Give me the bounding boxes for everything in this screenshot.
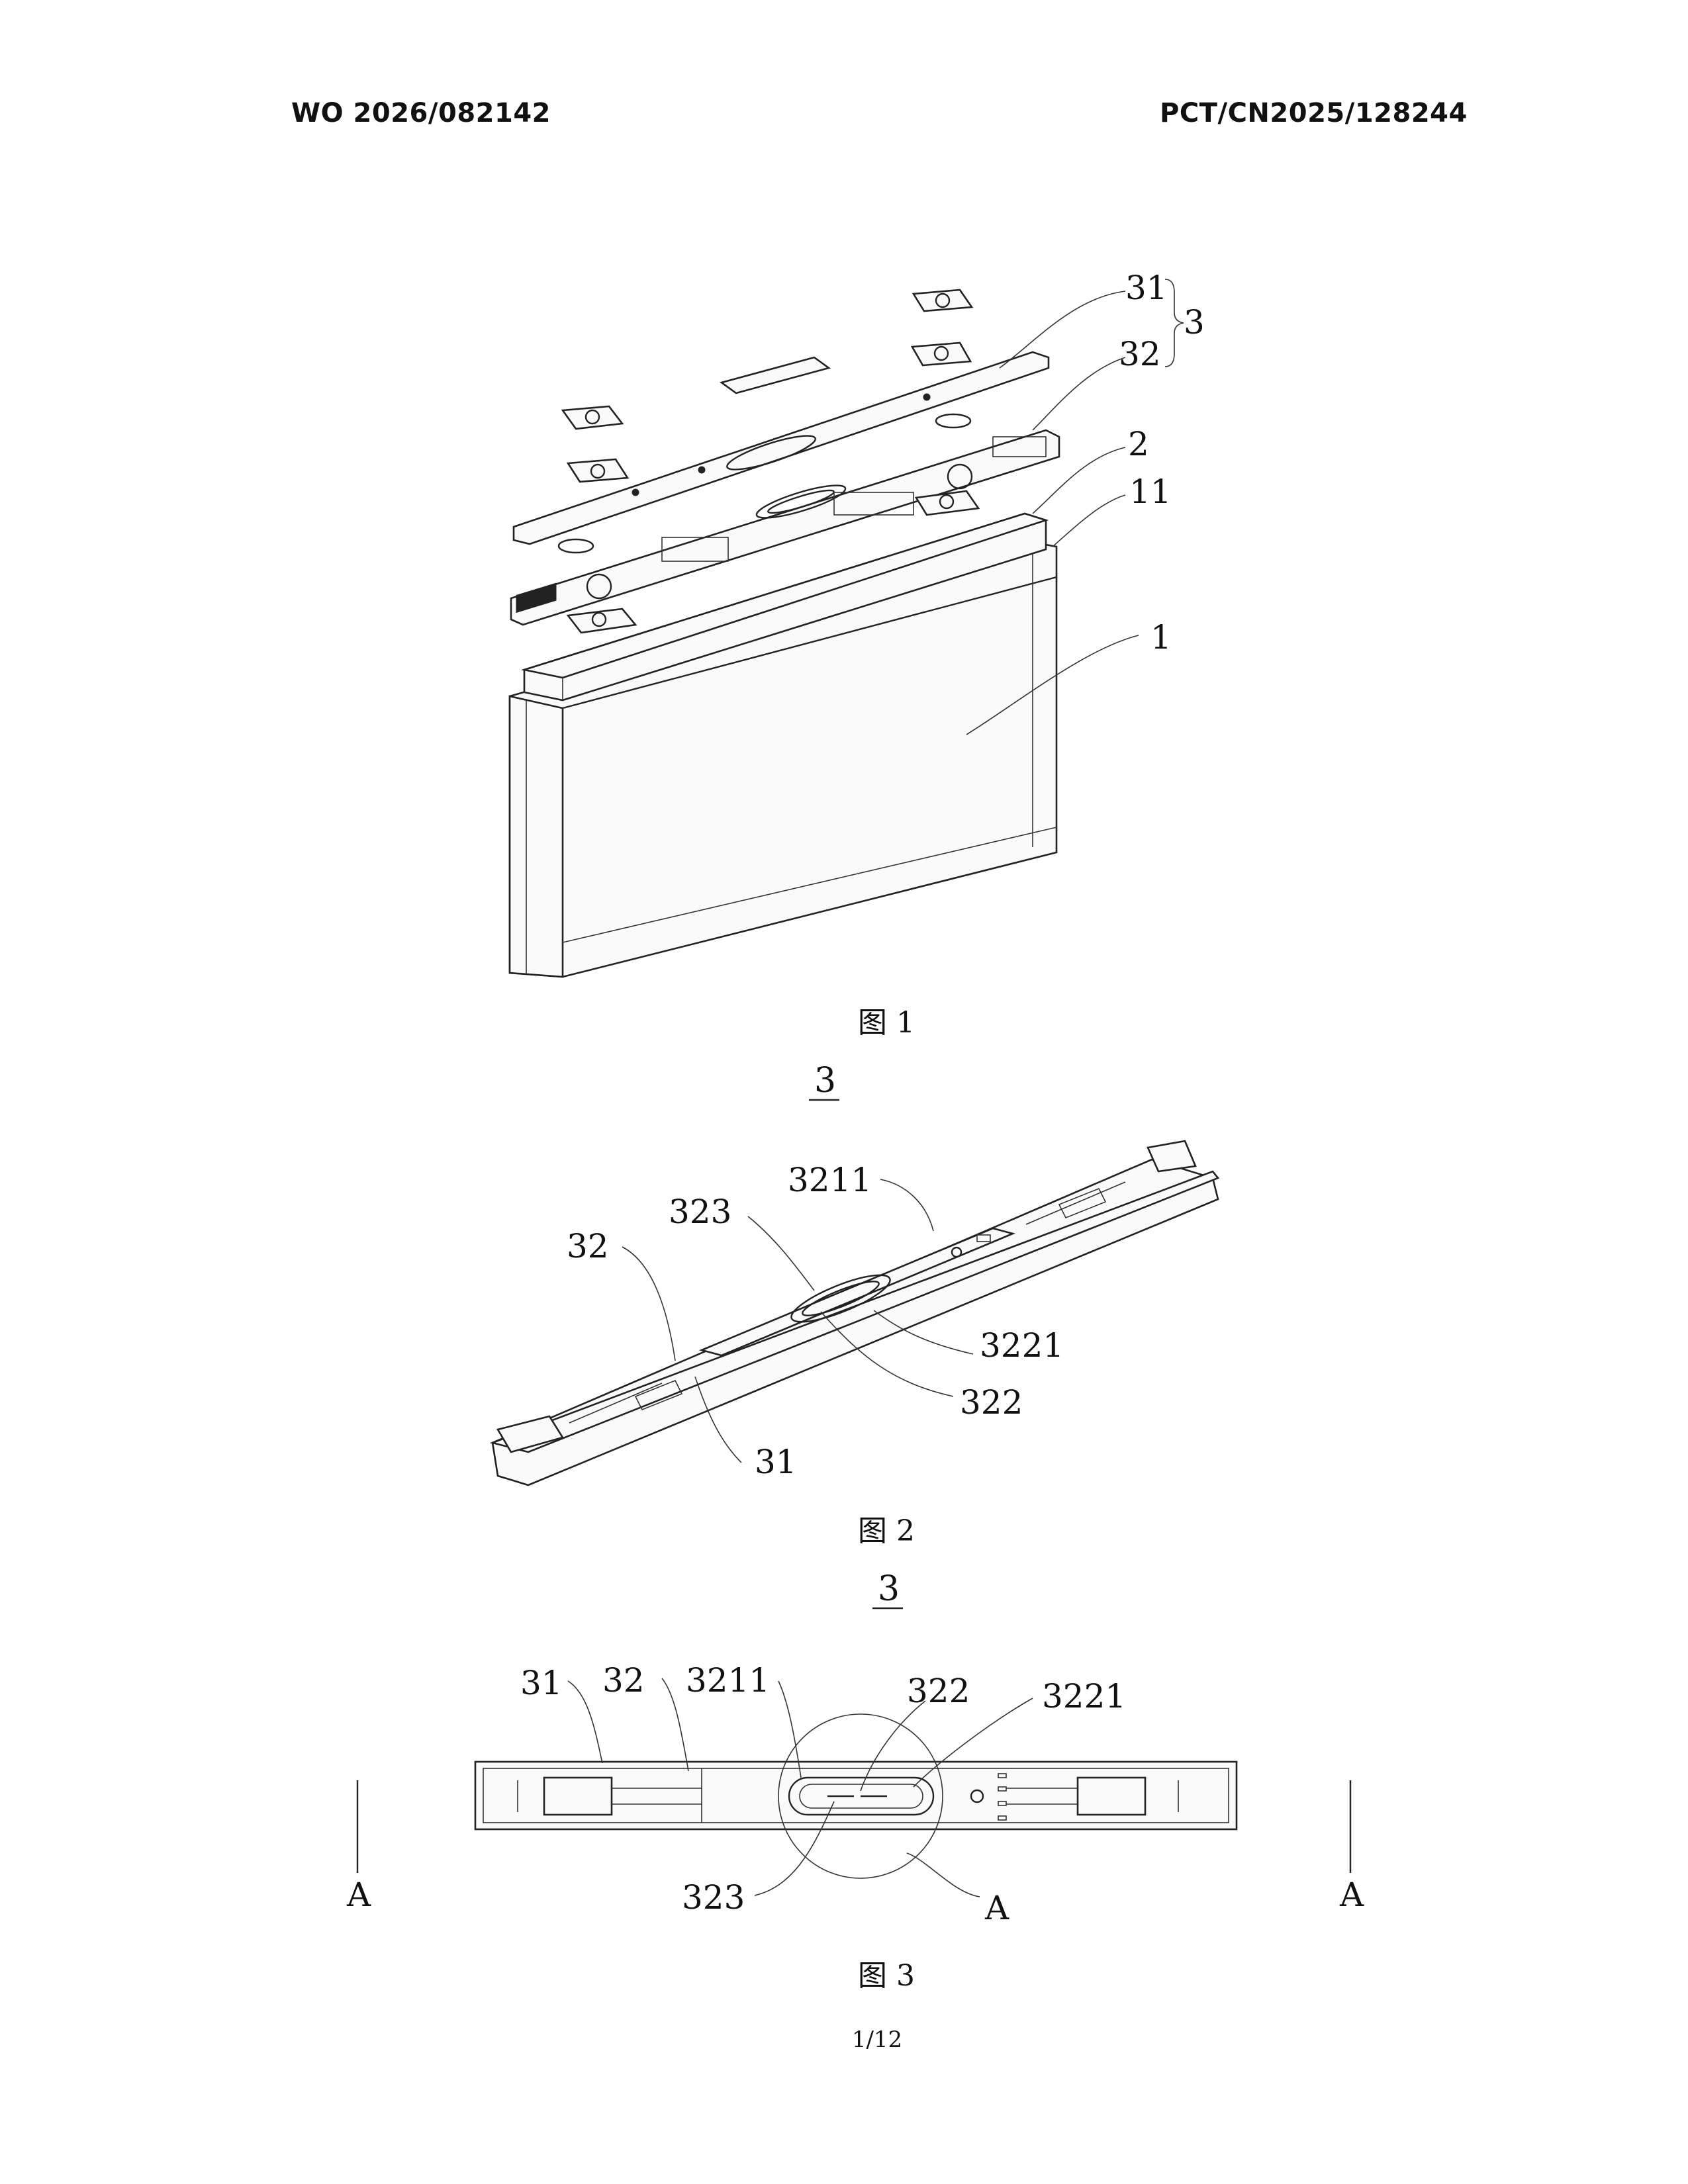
figure-1-caption: 图 1 xyxy=(858,1006,915,1040)
label-3211: 3211 xyxy=(788,1161,872,1199)
label-3221: 3221 xyxy=(980,1326,1064,1365)
label-section-a-left: A xyxy=(346,1876,371,1914)
label-32: 32 xyxy=(602,1661,645,1700)
figure-2-caption: 图 2 xyxy=(858,1514,915,1548)
label-31: 31 xyxy=(520,1664,563,1702)
label-32: 32 xyxy=(567,1227,609,1265)
label-3: 3 xyxy=(1184,303,1205,341)
label-2: 2 xyxy=(1128,425,1149,463)
label-323: 323 xyxy=(682,1878,745,1917)
figure-3: 3 xyxy=(346,1569,1364,1993)
label-3221: 3221 xyxy=(1042,1677,1126,1715)
figure-3-ref: 3 xyxy=(878,1569,900,1609)
label-322: 322 xyxy=(907,1672,970,1710)
figure-2: 3 3211 323 32 3221 322 xyxy=(492,1061,1218,1548)
label-31: 31 xyxy=(1125,269,1168,307)
label-322: 322 xyxy=(960,1383,1023,1422)
cover-assembly-top-view xyxy=(475,1714,1237,1878)
label-11: 11 xyxy=(1129,473,1172,511)
label-3211: 3211 xyxy=(686,1661,770,1700)
page-number: 1/12 xyxy=(827,2026,927,2053)
label-detail-a: A xyxy=(984,1889,1009,1927)
label-1: 1 xyxy=(1150,618,1172,657)
figure-2-ref: 3 xyxy=(814,1061,836,1101)
figure-3-caption: 图 3 xyxy=(858,1959,915,1993)
label-323: 323 xyxy=(669,1193,731,1231)
figure-1: 31 3 32 2 11 1 图 1 xyxy=(510,269,1205,1040)
label-section-a-right: A xyxy=(1339,1876,1364,1914)
label-32: 32 xyxy=(1119,335,1161,373)
label-31: 31 xyxy=(755,1443,797,1481)
